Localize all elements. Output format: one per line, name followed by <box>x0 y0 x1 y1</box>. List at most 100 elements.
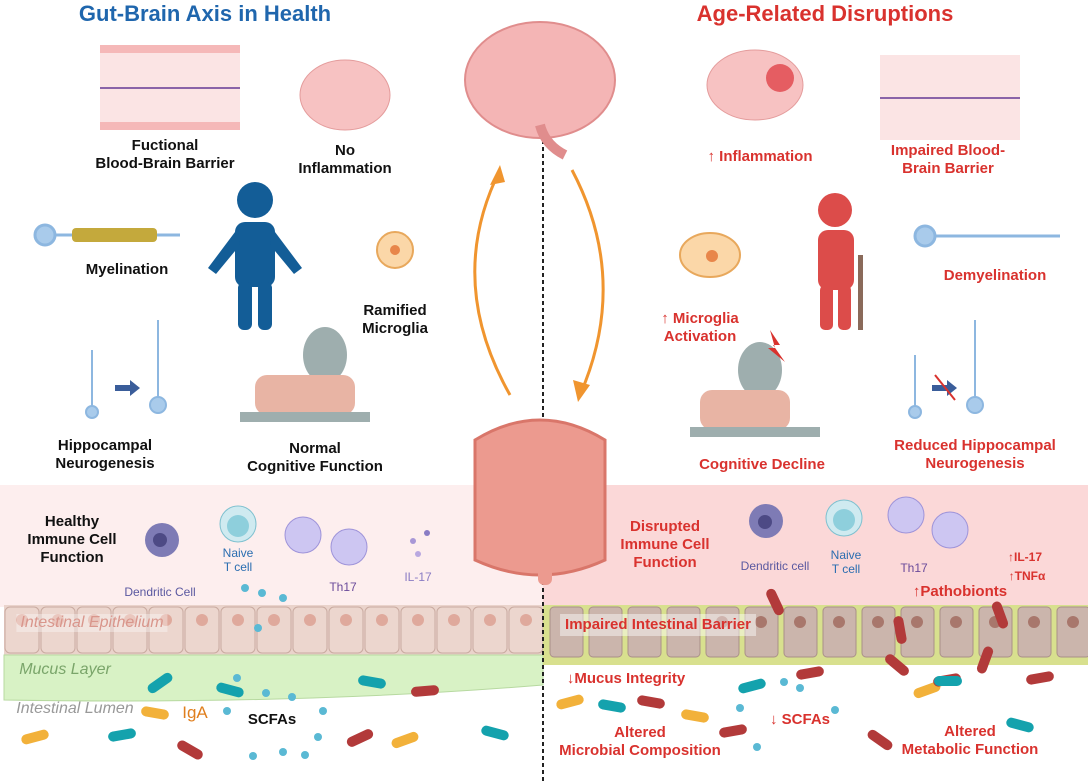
scfa-molecule <box>301 751 309 759</box>
label-th17: Th17 <box>329 580 357 594</box>
label-intestinal-lumen: Intestinal Lumen <box>16 700 134 717</box>
immune-region-health <box>0 485 543 607</box>
title-health: Gut-Brain Axis in Health <box>78 1 332 26</box>
bacterium <box>719 724 747 738</box>
mucus-layer-health <box>3 654 544 702</box>
label-impaired-intestinal-barrier: Impaired Intestinal Barrier <box>560 614 756 636</box>
impaired-blood-brain-barrier-icon <box>880 55 1020 140</box>
elderly-person-icon <box>818 193 863 330</box>
demyelinated-neuron-icon <box>913 224 1060 248</box>
epithelial-cell <box>472 606 508 654</box>
immune-cells-health <box>145 505 430 566</box>
activated-microglia-icon <box>679 232 741 278</box>
bacterium <box>391 731 419 749</box>
bacterium <box>108 728 136 742</box>
bacterium <box>481 725 509 741</box>
scfa-molecule <box>736 704 744 712</box>
bacterium <box>934 676 962 686</box>
scfa-molecule <box>241 584 249 592</box>
bacterium <box>867 729 893 751</box>
label-cognitive-decline: Cognitive Decline <box>699 456 825 473</box>
intestine-icon <box>473 418 607 577</box>
immune-cells-aging <box>749 496 969 549</box>
immune-region-aging <box>543 485 1088 607</box>
label-pathobionts: ↑Pathobionts <box>912 583 1008 600</box>
bacterium <box>216 682 244 698</box>
bacterium <box>598 699 626 713</box>
epithelial-cell <box>705 606 740 658</box>
label-il17: IL-17 <box>404 570 432 584</box>
neurogenesis-icon <box>85 320 167 419</box>
label-intestinal-epithelium: Intestinal Epithelium <box>16 614 168 632</box>
bacterium <box>885 654 909 676</box>
gut-to-brain-arrow <box>473 169 512 396</box>
bacterium <box>177 740 203 760</box>
epithelial-cell <box>76 606 112 654</box>
microbes <box>21 584 1054 760</box>
bacterium <box>796 666 824 680</box>
epithelial-cell <box>364 606 400 654</box>
bacterium <box>1006 717 1034 733</box>
cognitive-decline-person-icon <box>690 330 820 437</box>
label-iga: IgA <box>182 703 208 722</box>
label-dendritic-cell-aging: Dendritic cell <box>740 559 810 573</box>
blood-brain-barrier-icon <box>100 45 240 130</box>
epithelial-cell <box>1017 606 1052 658</box>
label-increased-inflammation: ↑ Inflammation <box>707 148 813 165</box>
epithelial-cell <box>1056 606 1088 658</box>
scfa-molecule <box>314 733 322 741</box>
label-th17-aging: Th17 <box>900 561 928 575</box>
bacterium <box>346 729 374 747</box>
bacterium <box>556 694 584 710</box>
bacterium <box>913 681 941 699</box>
bacterium <box>637 695 665 709</box>
bacterium <box>411 685 439 697</box>
bacterium <box>766 588 784 616</box>
brain-icon <box>464 21 616 139</box>
bacterium <box>147 672 173 694</box>
label-demyelination: Demyelination <box>943 267 1047 284</box>
scfa-molecule <box>279 748 287 756</box>
epithelial-cell <box>400 606 436 654</box>
bacterium <box>21 729 49 745</box>
label-mucus-layer: Mucus Layer <box>19 661 111 678</box>
epithelial-cell <box>148 606 184 654</box>
bacterium <box>991 601 1009 629</box>
epithelial-cell <box>220 606 256 654</box>
epithelial-cell <box>588 606 623 658</box>
label-il17-increase: ↑IL-17 <box>1007 550 1043 564</box>
scfa-molecule <box>780 678 788 686</box>
ramified-microglia-icon <box>376 231 414 269</box>
scfa-molecule <box>249 752 257 760</box>
bacterium <box>358 675 386 689</box>
epithelial-cell <box>508 606 544 654</box>
epithelial-cell <box>436 606 472 654</box>
scfa-molecule <box>796 684 804 692</box>
label-scfas-health: SCFAs <box>247 711 297 728</box>
label-scfas-decrease: ↓ SCFAs <box>769 711 831 728</box>
scfa-molecule <box>223 707 231 715</box>
scfa-molecule <box>288 693 296 701</box>
healthy-person-icon <box>208 182 302 330</box>
bacterium <box>141 706 169 720</box>
scfa-molecule <box>753 743 761 751</box>
epithelial-cell <box>822 606 857 658</box>
scfa-molecule <box>262 689 270 697</box>
epithelial-cell <box>40 606 76 654</box>
epithelial-cell <box>328 606 364 654</box>
brain-no-inflammation-icon <box>299 59 391 131</box>
label-dendritic-cell: Dendritic Cell <box>124 585 196 599</box>
epithelial-cell <box>666 606 701 658</box>
epithelial-cell <box>549 606 584 658</box>
